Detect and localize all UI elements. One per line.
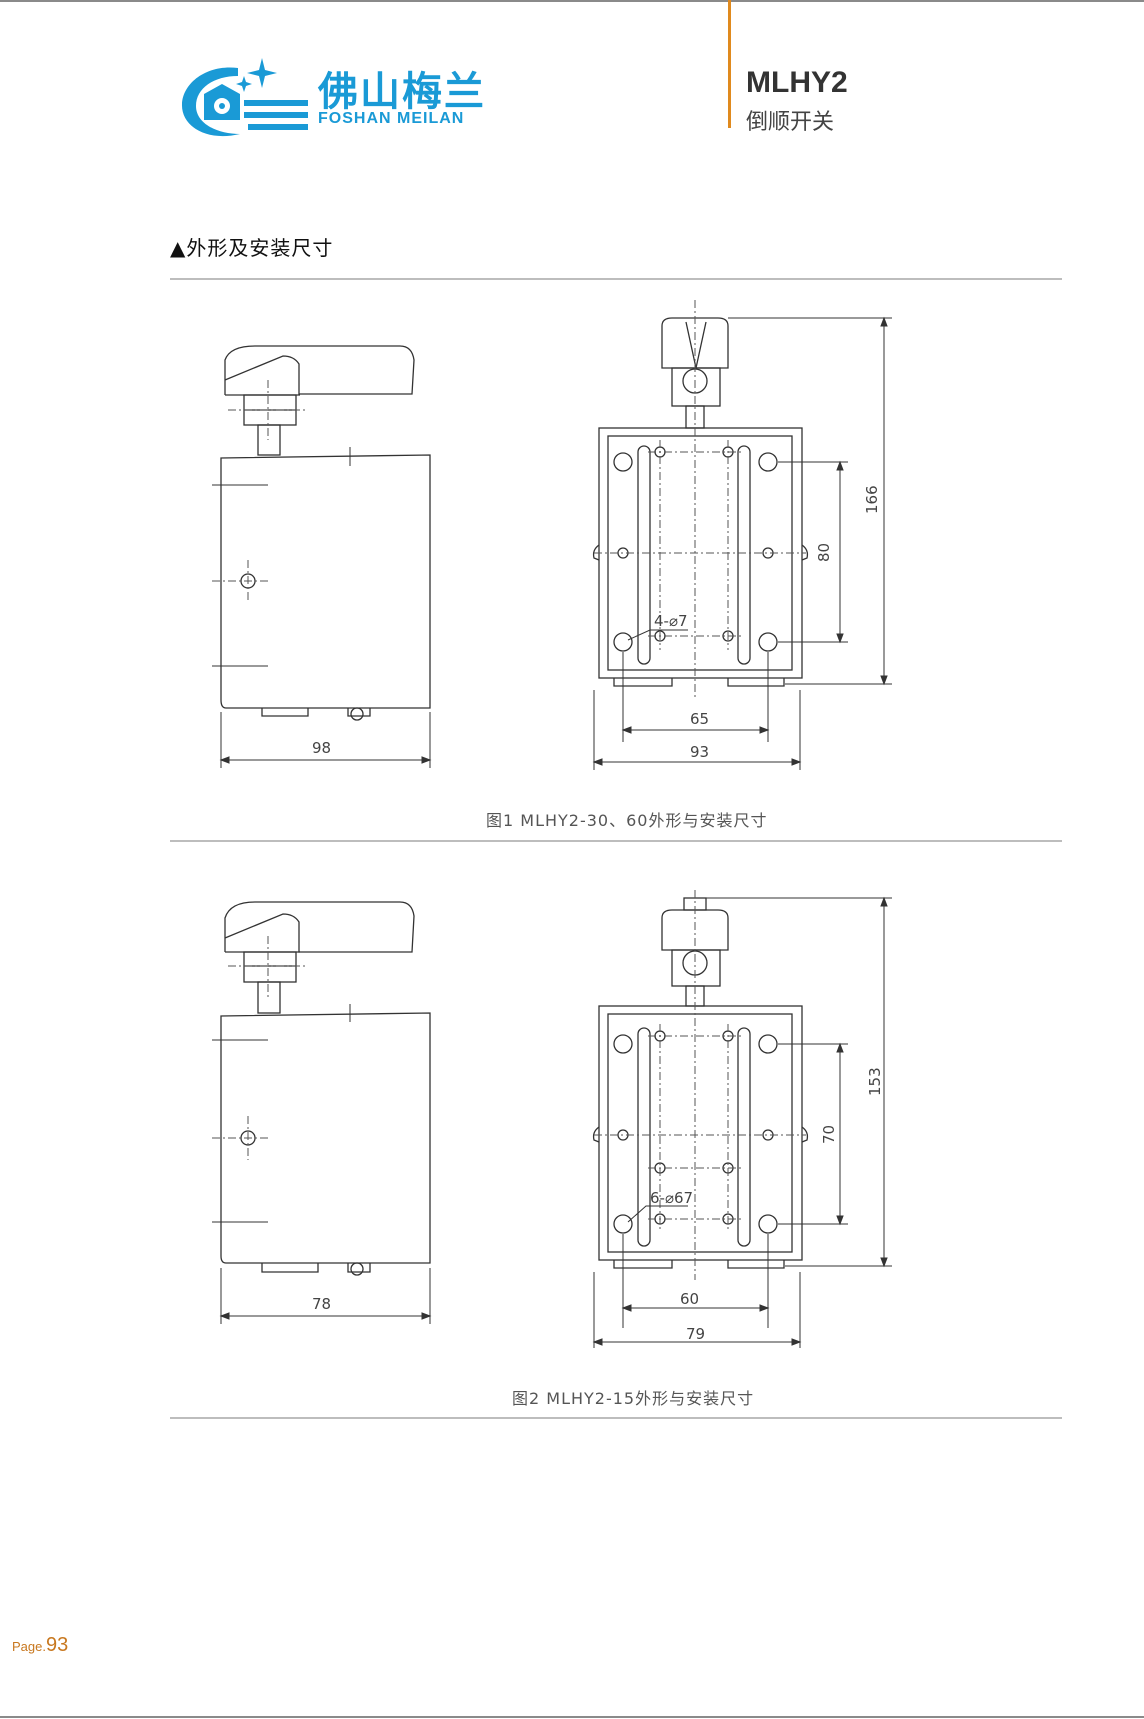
fig2-front-width-label: 79 (686, 1325, 705, 1343)
brand-name-cn: 佛山梅兰 (318, 69, 486, 115)
fig2-side-width-label: 78 (312, 1295, 331, 1313)
top-border (0, 0, 1144, 2)
fig1-side-width-label: 98 (312, 739, 331, 757)
divider-bottom (170, 1417, 1062, 1419)
divider-middle (170, 840, 1062, 842)
fig2-hole-spacing-h-label: 60 (680, 1290, 699, 1308)
fig1-hole-note: 4-⌀7 (654, 612, 688, 630)
fig2-hole-note: 6-⌀67 (650, 1189, 693, 1207)
figure-2-caption: 图2 MLHY2-15外形与安装尺寸 (512, 1389, 755, 1408)
divider-top (170, 278, 1062, 280)
header-accent-line (728, 0, 731, 128)
fig1-hole-spacing-h-label: 65 (690, 710, 709, 728)
brand-logo-icon (181, 58, 308, 137)
page-footer: Page.93 (12, 1634, 68, 1657)
page-number: 93 (45, 1634, 69, 1656)
figure-1-drawing: 98 (212, 300, 892, 770)
figure-2-drawing: 78 (212, 890, 892, 1348)
fig2-hole-spacing-v-label: 70 (820, 1125, 838, 1144)
model-subtitle: 倒顺开关 (746, 110, 835, 135)
page-label: Page. (12, 1639, 46, 1654)
fig1-total-height-label: 166 (863, 485, 881, 514)
bottom-border (0, 1716, 1144, 1718)
fig1-front-width-label: 93 (690, 743, 709, 761)
section-title: ▲外形及安装尺寸 (170, 236, 334, 260)
figure-1-caption: 图1 MLHY2-30、60外形与安装尺寸 (486, 811, 768, 830)
fig1-hole-spacing-v-label: 80 (815, 543, 833, 562)
fig2-total-height-label: 153 (866, 1067, 884, 1096)
brand-name-en: FOSHAN MEILAN (318, 110, 465, 127)
model-title: MLHY2 (746, 66, 848, 99)
